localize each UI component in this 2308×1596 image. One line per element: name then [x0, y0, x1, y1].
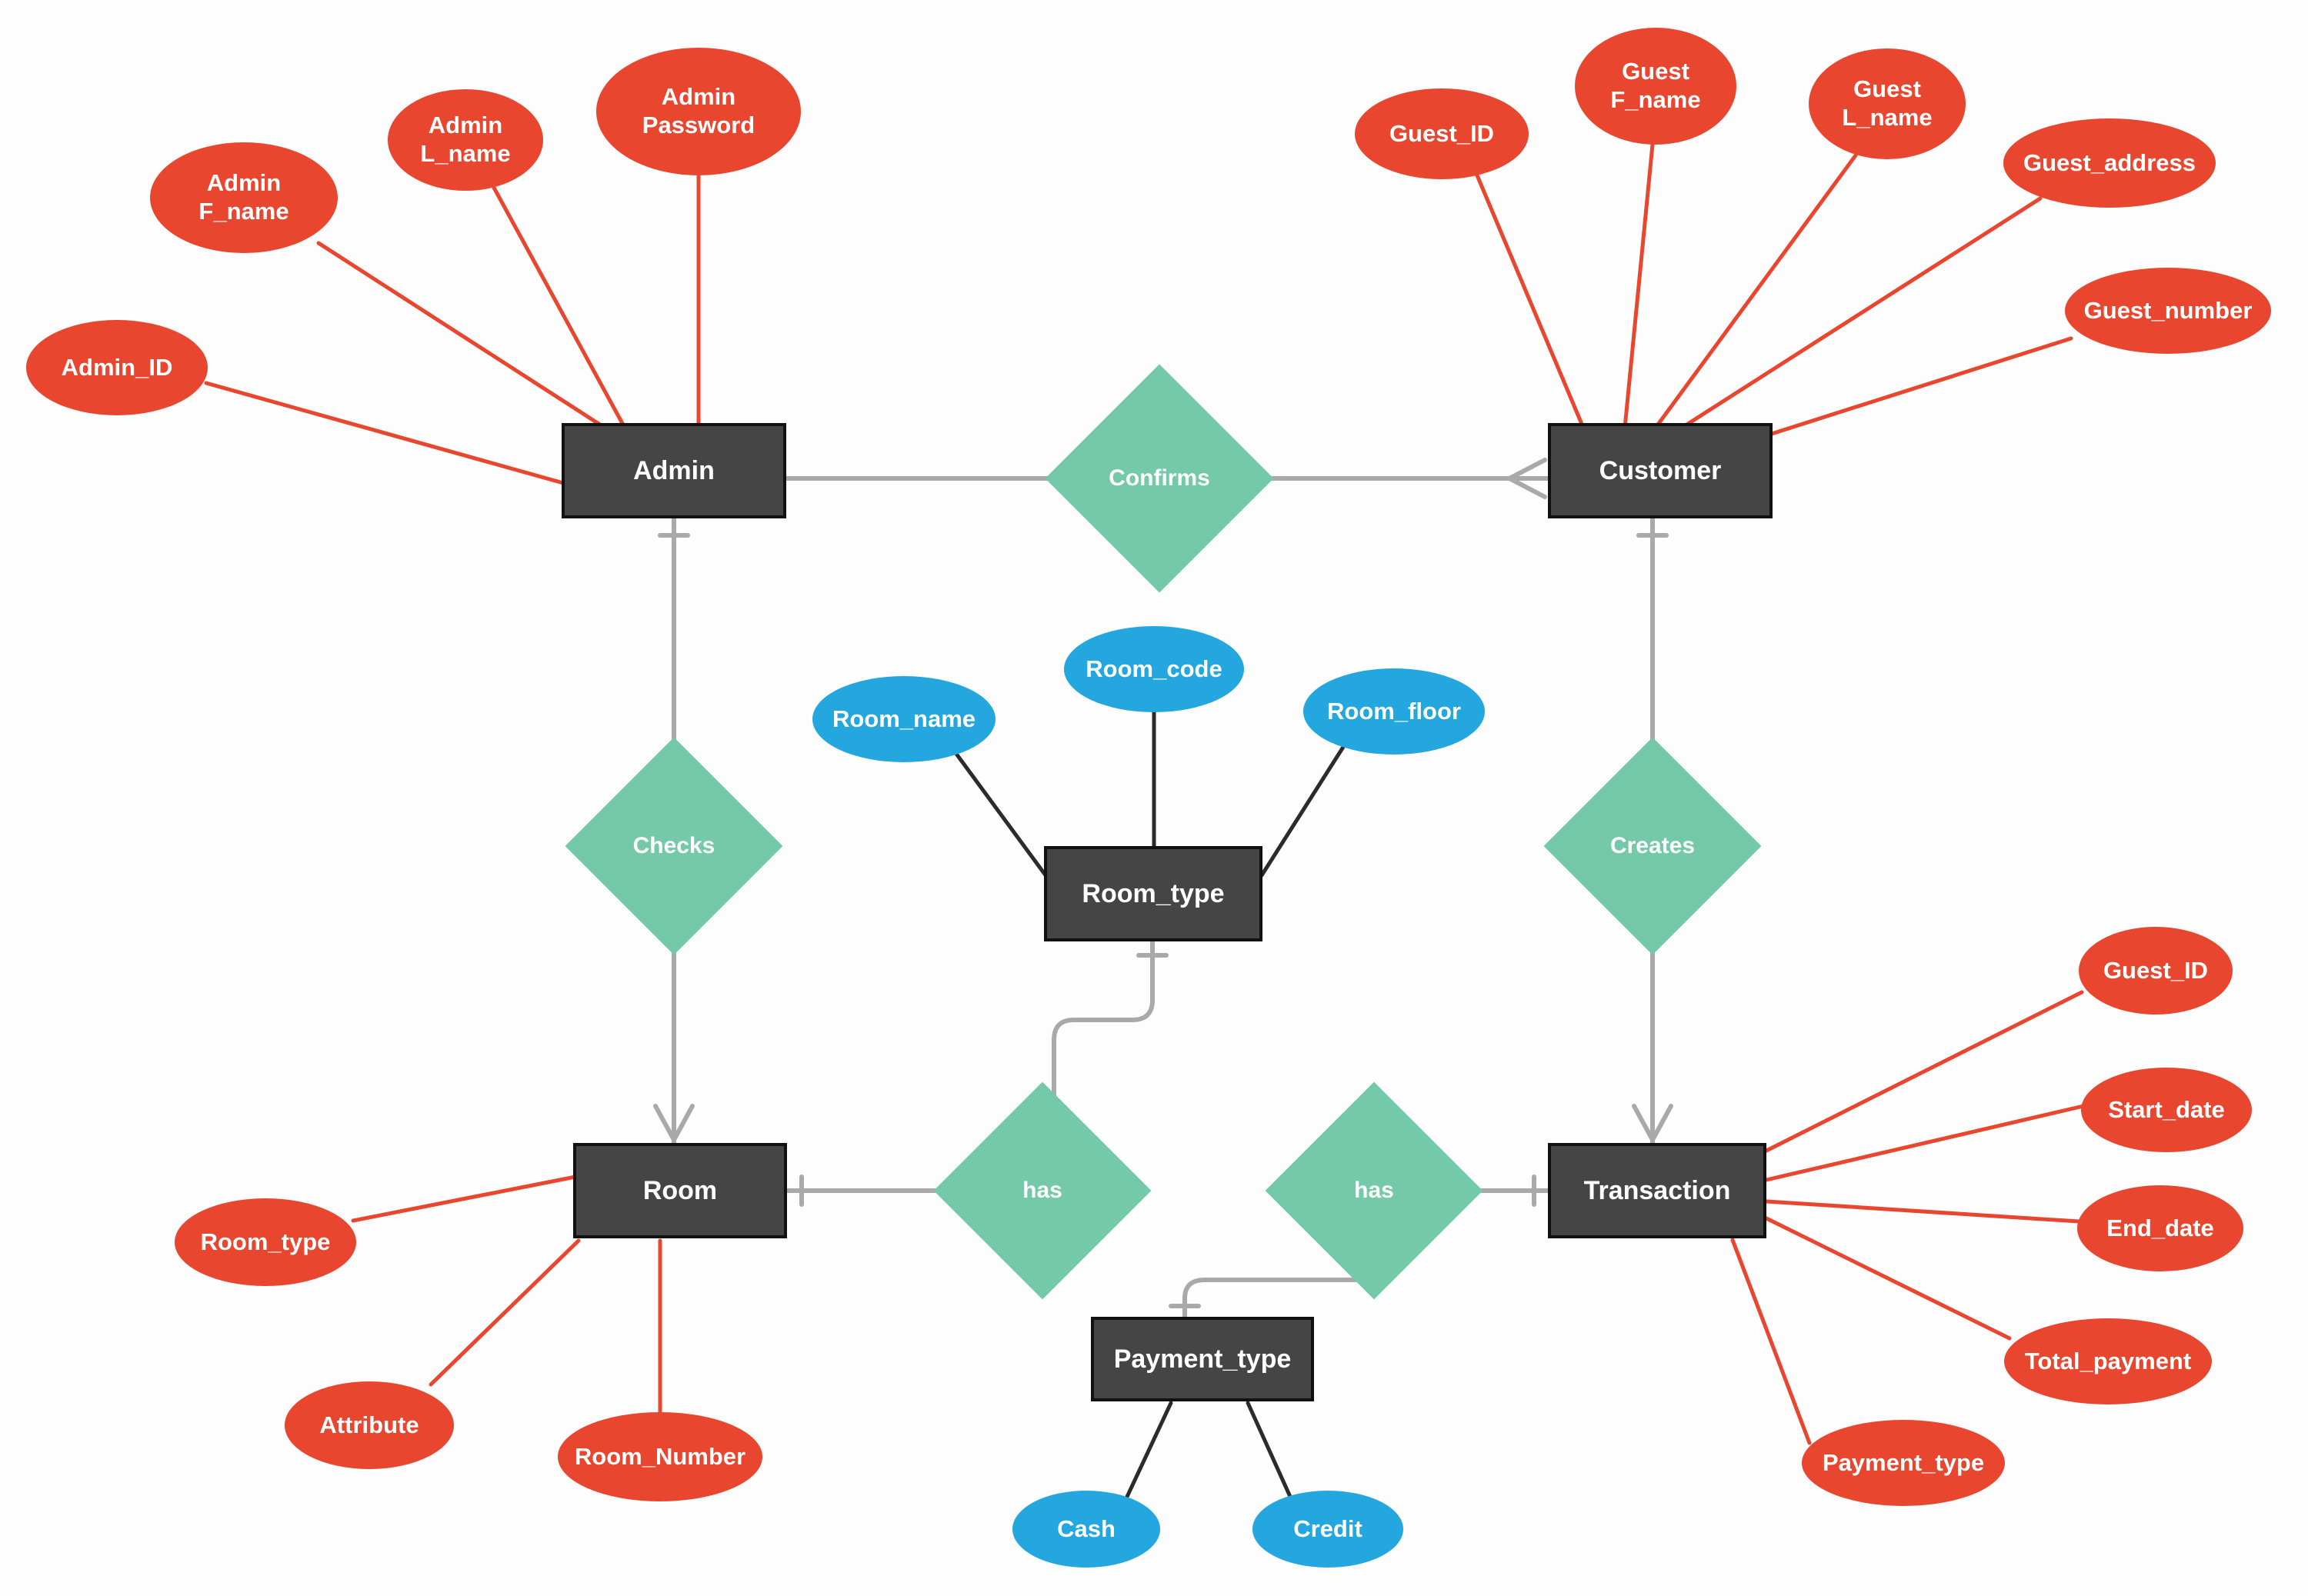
attribute-room-floor-label: Room_floor [1327, 697, 1461, 725]
attribute-room-name[interactable]: Room_name [812, 676, 996, 762]
relationship-has-room-label: has [1022, 1178, 1062, 1204]
attribute-end-date-label: End_date [2106, 1214, 2214, 1241]
transaction-attribute-connectors [1730, 990, 2086, 1445]
attribute-attribute-label: Attribute [319, 1411, 419, 1438]
attribute-end-date[interactable]: End_date [2077, 1185, 2243, 1271]
line-has-roomtype [1052, 939, 1155, 1139]
entity-room[interactable]: Room [573, 1143, 787, 1238]
link-guest-id-txn [1764, 990, 2084, 1153]
link-admin-l-name [492, 185, 627, 430]
attribute-admin-f-name-label: Admin F_name [198, 169, 289, 225]
entity-transaction[interactable]: Transaction [1548, 1143, 1766, 1238]
attribute-guest-l-name[interactable]: Guest L_name [1809, 48, 1966, 159]
attribute-room-name-label: Room_name [832, 705, 976, 732]
attribute-attribute[interactable]: Attribute [285, 1381, 454, 1469]
entity-room-type[interactable]: Room_type [1044, 846, 1262, 941]
attribute-guest-id-transaction-label: Guest_ID [2103, 956, 2209, 984]
link-payment-type-attr [1730, 1238, 1812, 1445]
entity-customer[interactable]: Customer [1548, 423, 1773, 518]
link-guest-address [1675, 196, 2043, 433]
attribute-guest-id[interactable]: Guest_ID [1355, 88, 1529, 179]
relationship-checks[interactable]: Checks [565, 737, 783, 955]
relationship-creates-label: Creates [1609, 833, 1696, 859]
payment-type-attribute-connectors [1124, 1401, 1293, 1501]
entity-admin[interactable]: Admin [562, 423, 786, 518]
attribute-admin-l-name[interactable]: Admin L_name [388, 89, 543, 191]
attribute-guest-f-name-label: Guest F_name [1610, 58, 1701, 113]
link-end-date [1764, 1199, 2081, 1224]
attribute-credit-label: Credit [1293, 1514, 1362, 1542]
attribute-guest-id-transaction[interactable]: Guest_ID [2079, 927, 2233, 1015]
attribute-room-code[interactable]: Room_code [1064, 626, 1244, 712]
attribute-guest-id-label: Guest_ID [1389, 119, 1495, 147]
attribute-start-date[interactable]: Start_date [2081, 1068, 2252, 1152]
entity-admin-label: Admin [633, 455, 715, 485]
link-room-type-attr [351, 1175, 578, 1223]
link-room-floor [1259, 742, 1347, 878]
relationship-creates[interactable]: Creates [1543, 737, 1762, 955]
entity-payment-type[interactable]: Payment_type [1091, 1317, 1314, 1401]
link-total-payment [1764, 1216, 2012, 1341]
attribute-room-number[interactable]: Room_Number [558, 1412, 762, 1501]
link-attribute [429, 1238, 581, 1387]
attribute-guest-l-name-label: Guest L_name [1842, 75, 1933, 131]
relationship-confirms-label: Confirms [1109, 465, 1210, 491]
relationship-has-payment-label: has [1354, 1178, 1394, 1204]
admin-attribute-connectors [204, 173, 701, 485]
link-cash [1124, 1401, 1173, 1501]
link-start-date [1764, 1104, 2086, 1182]
entity-room-type-label: Room_type [1082, 878, 1225, 908]
attribute-room-type[interactable]: Room_type [175, 1198, 356, 1286]
card-many-customer-confirms [1507, 458, 1547, 499]
attribute-admin-l-name-label: Admin L_name [420, 112, 511, 167]
room-type-attribute-connectors [954, 710, 1347, 881]
customer-attribute-connectors [1475, 142, 2073, 462]
attribute-room-code-label: Room_code [1086, 655, 1222, 682]
attribute-guest-address[interactable]: Guest_address [2003, 118, 2216, 208]
attribute-guest-number[interactable]: Guest_number [2065, 268, 2271, 354]
cardinality-markers [653, 458, 1673, 1308]
link-guest-l-name [1653, 153, 1858, 430]
link-room-name [954, 751, 1050, 881]
attribute-room-number-label: Room_Number [574, 1442, 746, 1470]
card-many-room-checks [653, 1104, 695, 1142]
relationship-confirms[interactable]: Confirms [1045, 364, 1274, 593]
attribute-guest-f-name[interactable]: Guest F_name [1575, 28, 1736, 145]
relationship-has-payment[interactable]: has [1265, 1081, 1483, 1300]
attribute-payment-type-label: Payment_type [1822, 1448, 1985, 1476]
link-credit [1246, 1401, 1293, 1501]
card-many-transaction-creates [1632, 1104, 1673, 1142]
relationship-has-room[interactable]: has [933, 1081, 1152, 1300]
attribute-credit[interactable]: Credit [1252, 1491, 1403, 1568]
entity-payment-type-label: Payment_type [1113, 1344, 1292, 1374]
attribute-admin-id-label: Admin_ID [61, 353, 173, 381]
attribute-start-date-label: Start_date [2108, 1095, 2225, 1123]
attribute-cash[interactable]: Cash [1012, 1491, 1160, 1568]
link-admin-id [204, 381, 565, 485]
attribute-guest-number-label: Guest_number [2083, 296, 2253, 324]
attribute-guest-address-label: Guest_address [2023, 148, 2196, 176]
link-guest-f-name [1623, 142, 1655, 430]
entity-customer-label: Customer [1599, 455, 1722, 485]
link-guest-id [1475, 173, 1586, 430]
attribute-cash-label: Cash [1057, 1514, 1116, 1542]
room-attribute-connectors [351, 1175, 662, 1414]
attribute-room-type-label: Room_type [200, 1228, 331, 1255]
attribute-total-payment[interactable]: Total_payment [2004, 1318, 2212, 1404]
link-admin-f-name [316, 241, 607, 430]
attribute-admin-f-name[interactable]: Admin F_name [150, 142, 338, 253]
entity-room-label: Room [642, 1175, 718, 1205]
attribute-payment-type[interactable]: Payment_type [1802, 1420, 2005, 1506]
attribute-admin-password[interactable]: Admin Password [596, 48, 801, 175]
relationship-checks-label: Checks [632, 833, 715, 859]
attribute-admin-id[interactable]: Admin_ID [26, 320, 208, 415]
entity-transaction-label: Transaction [1583, 1175, 1731, 1205]
attribute-room-floor[interactable]: Room_floor [1303, 668, 1485, 755]
attribute-admin-password-label: Admin Password [642, 83, 755, 138]
attribute-total-payment-label: Total_payment [2024, 1347, 2192, 1374]
